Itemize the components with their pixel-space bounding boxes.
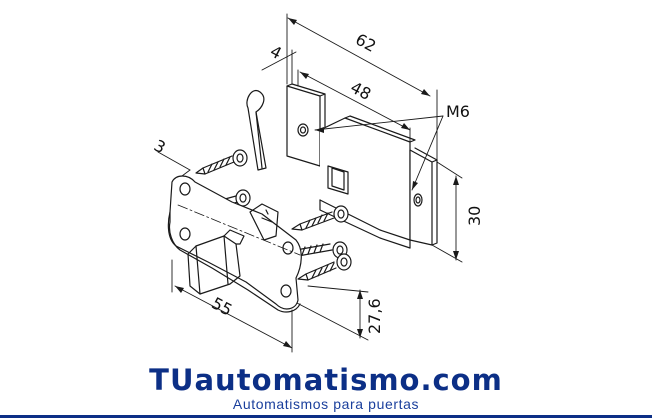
dim-27-6: 27,6 <box>365 298 384 334</box>
dim-62: 62 <box>352 30 379 56</box>
screws <box>195 149 352 281</box>
label-m6: M6 <box>446 102 470 121</box>
dimension-lines <box>157 13 463 353</box>
brand-name: TUautomatismo.com <box>149 363 503 397</box>
split-pin <box>246 90 267 171</box>
dim-48: 48 <box>347 78 374 104</box>
upper-bracket <box>286 83 438 249</box>
dim-30: 30 <box>465 206 484 226</box>
bottom-divider <box>0 415 652 418</box>
mounting-plate <box>167 175 302 313</box>
brand-tagline: Automatismos para puertas <box>232 396 420 412</box>
dimension-arrows <box>175 18 459 348</box>
dim-3: 3 <box>151 136 169 158</box>
